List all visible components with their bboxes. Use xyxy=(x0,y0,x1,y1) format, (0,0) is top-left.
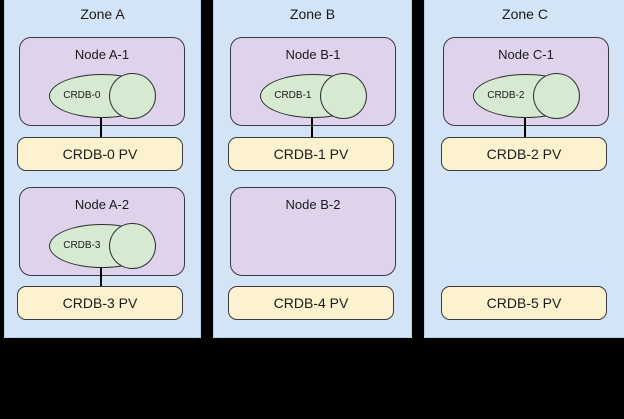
volume-crdb-5-pv-label: CRDB-5 PV xyxy=(486,294,562,311)
node-a-1-title: Node A-1 xyxy=(74,47,130,62)
volume-crdb-1-pv[interactable]: CRDB-1 PV xyxy=(228,137,394,171)
cylinder-cap xyxy=(533,73,580,119)
database-crdb-1-label: CRDB-1 xyxy=(274,90,312,101)
connector-node-c-1-to-crdb-2-pv xyxy=(524,118,526,139)
database-crdb-0-label: CRDB-0 xyxy=(63,90,101,101)
node-a-2[interactable]: Node A-2 CRDB-3 xyxy=(19,187,185,276)
volume-crdb-0-pv[interactable]: CRDB-0 PV xyxy=(17,137,183,171)
node-b-2-title: Node B-2 xyxy=(285,197,341,212)
volume-crdb-3-pv[interactable]: CRDB-3 PV xyxy=(17,286,183,320)
cylinder-cap xyxy=(320,73,367,119)
zone-b-title: Zone B xyxy=(289,6,336,22)
node-c-1-title: Node C-1 xyxy=(498,47,554,62)
cylinder-cap xyxy=(109,73,156,119)
node-a-1[interactable]: Node A-1 CRDB-0 xyxy=(19,37,185,126)
volume-crdb-2-pv[interactable]: CRDB-2 PV xyxy=(441,137,607,171)
volume-crdb-5-pv[interactable]: CRDB-5 PV xyxy=(441,286,607,320)
volume-crdb-2-pv-label: CRDB-2 PV xyxy=(486,145,562,162)
database-crdb-3[interactable]: CRDB-3 xyxy=(49,223,156,269)
zone-a-title: Zone A xyxy=(80,6,125,22)
node-a-2-title: Node A-2 xyxy=(74,197,130,212)
database-crdb-3-label: CRDB-3 xyxy=(63,240,101,251)
connector-node-a-1-to-crdb-0-pv xyxy=(100,118,102,139)
database-crdb-0[interactable]: CRDB-0 xyxy=(49,73,156,119)
volume-crdb-4-pv-label: CRDB-4 PV xyxy=(273,294,349,311)
database-crdb-2-label: CRDB-2 xyxy=(487,90,525,101)
zone-c-title: Zone C xyxy=(502,6,548,22)
volume-crdb-1-pv-label: CRDB-1 PV xyxy=(273,145,349,162)
database-crdb-2[interactable]: CRDB-2 xyxy=(473,73,580,119)
volume-crdb-3-pv-label: CRDB-3 PV xyxy=(62,294,138,311)
zone-c: Zone C Node C-1 CRDB-2 CRDB-2 PV CRDB-5 … xyxy=(424,0,624,338)
connector-node-a-2-to-crdb-3-pv xyxy=(100,268,102,289)
zone-b: Zone B Node B-1 CRDB-1 CRDB-1 PV Node B-… xyxy=(213,0,412,338)
node-b-1-title: Node B-1 xyxy=(285,47,341,62)
zone-a: Zone A Node A-1 CRDB-0 CRDB-0 PV Node A-… xyxy=(4,0,201,338)
node-b-2[interactable]: Node B-2 xyxy=(230,187,396,276)
node-c-1[interactable]: Node C-1 CRDB-2 xyxy=(443,37,609,126)
volume-crdb-0-pv-label: CRDB-0 PV xyxy=(62,145,138,162)
cylinder-cap xyxy=(109,223,156,269)
database-crdb-1[interactable]: CRDB-1 xyxy=(260,73,367,119)
connector-node-b-1-to-crdb-1-pv xyxy=(311,118,313,139)
volume-crdb-4-pv[interactable]: CRDB-4 PV xyxy=(228,286,394,320)
node-b-1[interactable]: Node B-1 CRDB-1 xyxy=(230,37,396,126)
